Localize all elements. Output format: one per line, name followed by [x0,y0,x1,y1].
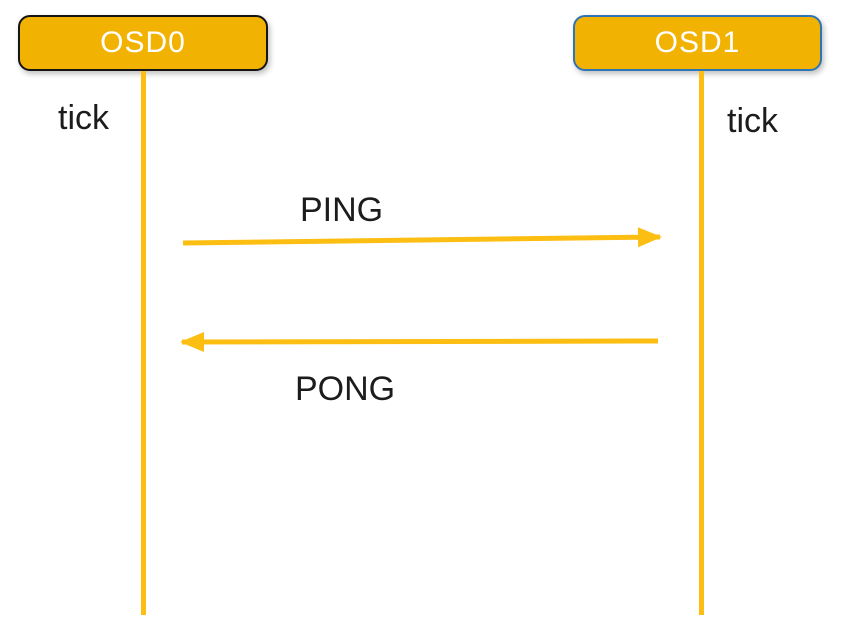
lifeline-osd1 [699,71,704,615]
message-arrow-ping [182,227,662,248]
participant-label-osd1: OSD1 [654,26,741,59]
tick-label-osd0: tick [58,99,109,137]
participant-box-osd1: OSD1 [573,15,822,71]
message-arrow-pong [180,331,659,352]
message-label-pong: PONG [295,370,396,408]
participant-box-osd0: OSD0 [18,15,268,71]
participant-label-osd0: OSD0 [100,26,186,59]
message-label-ping: PING [300,191,384,229]
tick-label-osd1: tick [727,102,778,140]
lifeline-osd0 [141,71,146,615]
